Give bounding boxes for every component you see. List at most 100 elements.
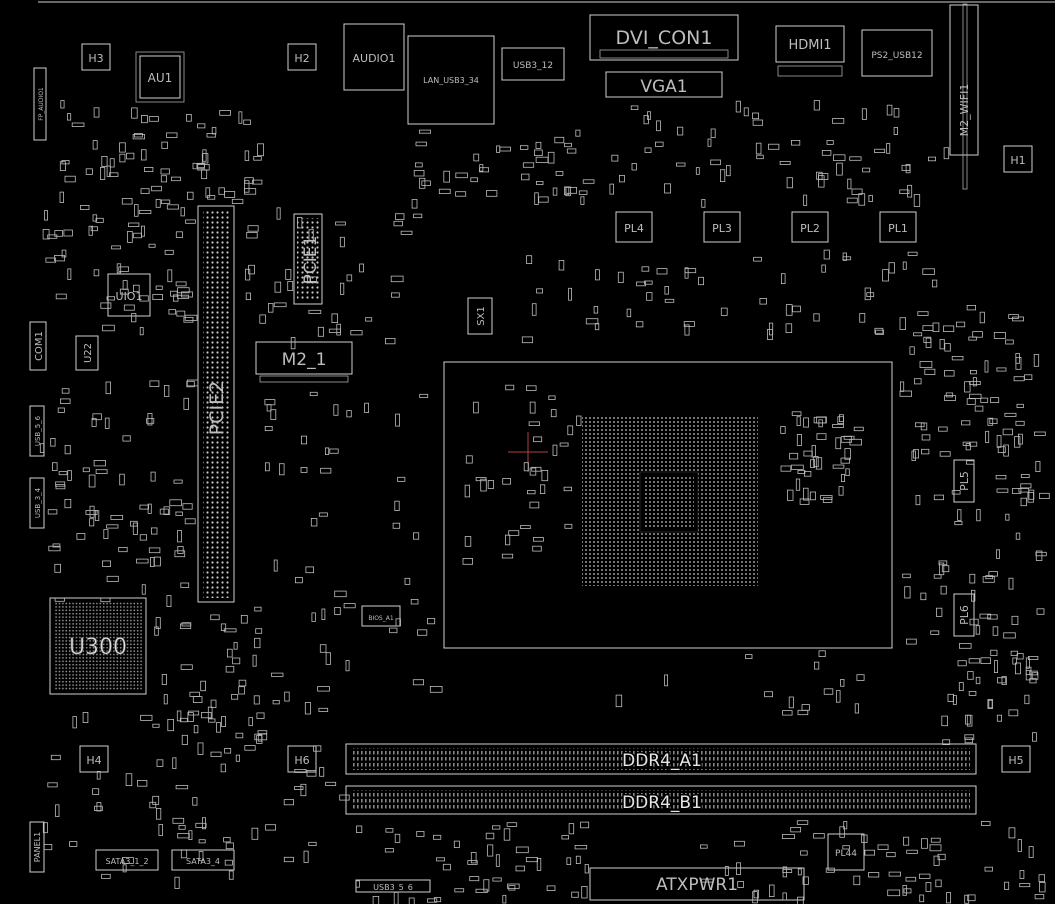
smd-pad (421, 180, 431, 186)
smd-pad (533, 537, 544, 542)
smd-pad (254, 637, 261, 649)
smd-pad (172, 817, 185, 824)
svg-text:PL5: PL5 (958, 471, 971, 491)
smd-pad (933, 574, 942, 579)
smd-pad (264, 399, 276, 406)
smd-pad (1029, 670, 1038, 676)
smd-pad (970, 369, 977, 375)
smd-pad (133, 232, 143, 239)
smd-pad (174, 550, 186, 558)
smd-pad (903, 888, 912, 894)
smd-pad (55, 804, 60, 817)
smd-pad (534, 149, 543, 156)
smd-pad (615, 694, 623, 708)
smd-pad (385, 828, 394, 833)
smd-pad (225, 842, 234, 850)
smd-pad (893, 108, 900, 118)
smd-pad (752, 119, 763, 126)
smd-pad (393, 220, 403, 227)
smd-pad (664, 183, 671, 194)
smd-pad (1002, 428, 1013, 436)
smd-pad (1038, 874, 1045, 883)
smd-pad (874, 148, 886, 153)
smd-pad (782, 710, 793, 716)
smd-pad (996, 367, 1007, 372)
smd-pad (483, 879, 490, 892)
smd-pad (913, 332, 923, 337)
sata-1-2-port: SATA3_1_2 (95, 849, 159, 871)
smd-pad (334, 590, 347, 598)
smd-pad (913, 194, 921, 207)
smd-pad (566, 857, 572, 865)
smd-pad (764, 691, 773, 698)
smd-pad (1015, 420, 1025, 426)
smd-pad (994, 660, 999, 673)
smd-pad (285, 269, 292, 280)
smd-pad (50, 754, 61, 761)
smd-pad (294, 769, 307, 773)
smd-pad (197, 163, 210, 171)
smd-pad (52, 462, 58, 471)
smd-pad (839, 414, 844, 423)
smd-pad (568, 287, 572, 301)
smd-pad (92, 788, 100, 795)
smd-pad (91, 418, 97, 427)
smd-pad (181, 622, 192, 627)
smd-pad (849, 156, 862, 161)
smd-pad (394, 500, 400, 512)
smd-pad (502, 478, 512, 485)
smd-pad (102, 324, 115, 332)
smd-pad (181, 734, 188, 745)
smd-pad (833, 154, 846, 162)
smd-pad (1010, 650, 1018, 656)
smd-pad (400, 230, 413, 235)
smd-pad (155, 617, 161, 629)
smd-pad (419, 393, 429, 398)
smd-pad (676, 162, 686, 167)
smd-pad (941, 715, 948, 727)
smd-pad (992, 626, 999, 636)
smd-pad (832, 464, 845, 469)
smd-pad (967, 894, 976, 902)
smd-pad (88, 474, 96, 488)
smd-pad (175, 785, 189, 790)
smd-pad (919, 894, 925, 903)
fp-audio-header: FP_AUDIO1 (33, 67, 47, 141)
smd-pad (575, 129, 581, 137)
ps2-label: PS2_USB12 (871, 51, 922, 61)
pcie2-slot: PCIE2 (197, 205, 235, 603)
smd-pad (177, 833, 190, 839)
smd-pad (245, 292, 251, 300)
smd-pad (506, 822, 518, 827)
smd-pad (201, 169, 208, 180)
smd-pad (1015, 532, 1021, 540)
smd-pad (943, 325, 955, 332)
smd-pad (179, 717, 188, 723)
smd-pad (664, 674, 668, 687)
smd-pad (106, 575, 119, 582)
smd-pad (1020, 473, 1030, 478)
smd-pad (166, 595, 172, 607)
smd-pad (1028, 489, 1035, 500)
smd-pad (836, 162, 843, 176)
smd-pad (148, 116, 159, 122)
svg-text:SATA3_4: SATA3_4 (186, 857, 220, 866)
smd-pad (164, 249, 174, 255)
smd-pad (877, 844, 889, 850)
smd-pad (952, 695, 957, 705)
svg-text:USB3_5_6: USB3_5_6 (373, 883, 413, 892)
smd-pad (933, 494, 944, 501)
smd-pad (818, 419, 823, 428)
smd-pad (578, 190, 588, 195)
smd-pad (318, 707, 329, 712)
smd-pad (278, 463, 285, 476)
smd-pad (148, 547, 161, 554)
smd-pad (57, 407, 65, 413)
smd-pad (995, 474, 1007, 480)
svg-text:COM1: COM1 (34, 331, 45, 361)
smd-pad (974, 405, 984, 412)
smd-pad (1019, 870, 1025, 879)
smd-pad (155, 198, 161, 208)
smd-pad (257, 143, 264, 157)
smd-pad (944, 370, 955, 377)
